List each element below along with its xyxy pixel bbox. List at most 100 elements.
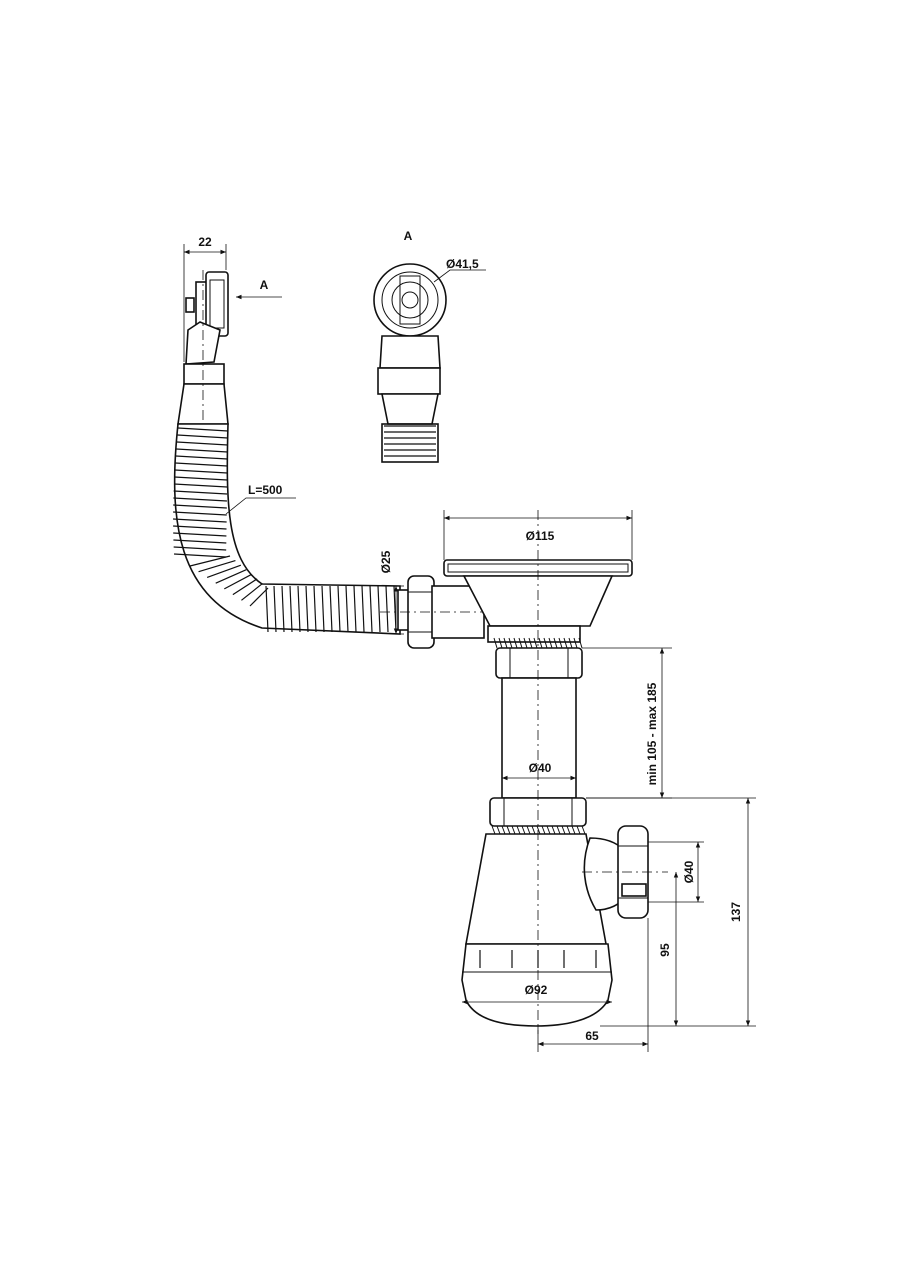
outlet-nut xyxy=(617,825,649,919)
hose-rib xyxy=(206,564,242,578)
thread-line xyxy=(501,825,506,835)
thread-line xyxy=(573,637,578,649)
thread-line xyxy=(578,637,583,649)
hose-rib xyxy=(173,511,227,516)
dimension-65 xyxy=(537,918,649,1052)
thread-line xyxy=(513,637,518,649)
thread-line xyxy=(543,637,548,649)
label-diameter-25: Ø25 xyxy=(379,550,393,573)
hose-rib xyxy=(224,573,252,590)
thread-line xyxy=(503,637,508,649)
hose-rib xyxy=(173,525,227,530)
thread-line xyxy=(548,637,553,649)
hose-rib xyxy=(173,518,227,523)
thread-line xyxy=(506,825,511,835)
thread-line xyxy=(526,825,531,835)
hose-rib xyxy=(313,585,317,633)
label-height-95: 95 xyxy=(658,943,672,957)
label-diameter-41-5: Ø41,5 xyxy=(446,257,479,271)
view-a-fitting xyxy=(373,263,447,463)
hose-rib xyxy=(353,585,357,633)
hose-rib xyxy=(198,559,236,573)
leader-41-5 xyxy=(433,269,486,283)
thread-line xyxy=(528,637,533,649)
hose-rib xyxy=(241,582,263,601)
lower-thread xyxy=(491,825,586,835)
hose-rib xyxy=(249,587,269,607)
hose-rib xyxy=(345,585,349,633)
vertical-pipe xyxy=(501,677,577,799)
upper-thread xyxy=(493,637,583,649)
thread-line xyxy=(541,825,546,835)
hose-rib xyxy=(173,497,227,502)
thread-line xyxy=(556,825,561,835)
hose-rib xyxy=(232,578,258,596)
hose-rib xyxy=(265,585,269,633)
hose-rib xyxy=(173,532,227,537)
thread-line xyxy=(508,637,513,649)
hose-rib xyxy=(173,490,228,495)
thread-line xyxy=(563,637,568,649)
label-view-a: A xyxy=(404,229,413,243)
dimension-22 xyxy=(183,244,227,362)
thread-line xyxy=(496,825,501,835)
label-hose-length: L=500 xyxy=(248,483,283,497)
hose-rib xyxy=(189,555,231,567)
hose-rib xyxy=(305,585,309,633)
thread-line xyxy=(568,637,573,649)
label-diameter-115: Ø115 xyxy=(526,529,555,543)
upper-nut xyxy=(495,647,583,679)
hose-rib xyxy=(173,504,227,509)
thread-line xyxy=(558,637,563,649)
hose-rib xyxy=(176,441,228,446)
thread-line xyxy=(561,825,566,835)
hose-rib xyxy=(297,585,301,633)
hose-rib xyxy=(175,462,228,467)
corrugated-hose xyxy=(173,423,401,635)
thread-line xyxy=(518,637,523,649)
label-diameter-92: Ø92 xyxy=(525,983,548,997)
sink-strainer xyxy=(443,559,633,643)
hose-rib xyxy=(281,585,285,633)
dimension-25 xyxy=(392,585,404,635)
hose-rib xyxy=(329,585,333,633)
thread-line xyxy=(581,825,586,835)
hose-rib xyxy=(173,483,228,488)
hose-rib xyxy=(337,585,341,633)
thread-line xyxy=(516,825,521,835)
hose-rib xyxy=(174,469,228,474)
hose-rib xyxy=(177,427,229,432)
thread-line xyxy=(571,825,576,835)
label-diameter-40-pipe: Ø40 xyxy=(529,761,552,775)
hose-rib xyxy=(361,585,365,633)
thread-line xyxy=(523,637,528,649)
thread-line xyxy=(531,825,536,835)
label-height-137: 137 xyxy=(729,902,743,922)
hose-rib xyxy=(176,448,228,453)
thread-line xyxy=(566,825,571,835)
thread-line xyxy=(511,825,516,835)
thread-line xyxy=(498,637,503,649)
label-diameter-40-outlet: Ø40 xyxy=(682,860,696,883)
leader-l500 xyxy=(225,497,296,515)
thread-line xyxy=(521,825,526,835)
hose-rib xyxy=(177,434,228,439)
label-arrow-a: A xyxy=(260,278,269,292)
hose-rib xyxy=(174,476,228,481)
hose-rib xyxy=(173,553,227,558)
hose-rib xyxy=(173,539,227,544)
thread-line xyxy=(536,825,541,835)
thread-line xyxy=(533,637,538,649)
hose-rib xyxy=(215,569,247,584)
label-height-range: min 105 - max 185 xyxy=(645,682,659,785)
thread-line xyxy=(551,825,556,835)
thread-line xyxy=(493,637,498,649)
hose-rib xyxy=(369,585,373,633)
dimension-137 xyxy=(586,797,756,1027)
hose-rib xyxy=(273,585,277,633)
hose-rib xyxy=(173,546,227,551)
hose-rib xyxy=(175,455,228,460)
view-a-hose-stub xyxy=(381,423,439,463)
hose-rib xyxy=(377,585,381,633)
